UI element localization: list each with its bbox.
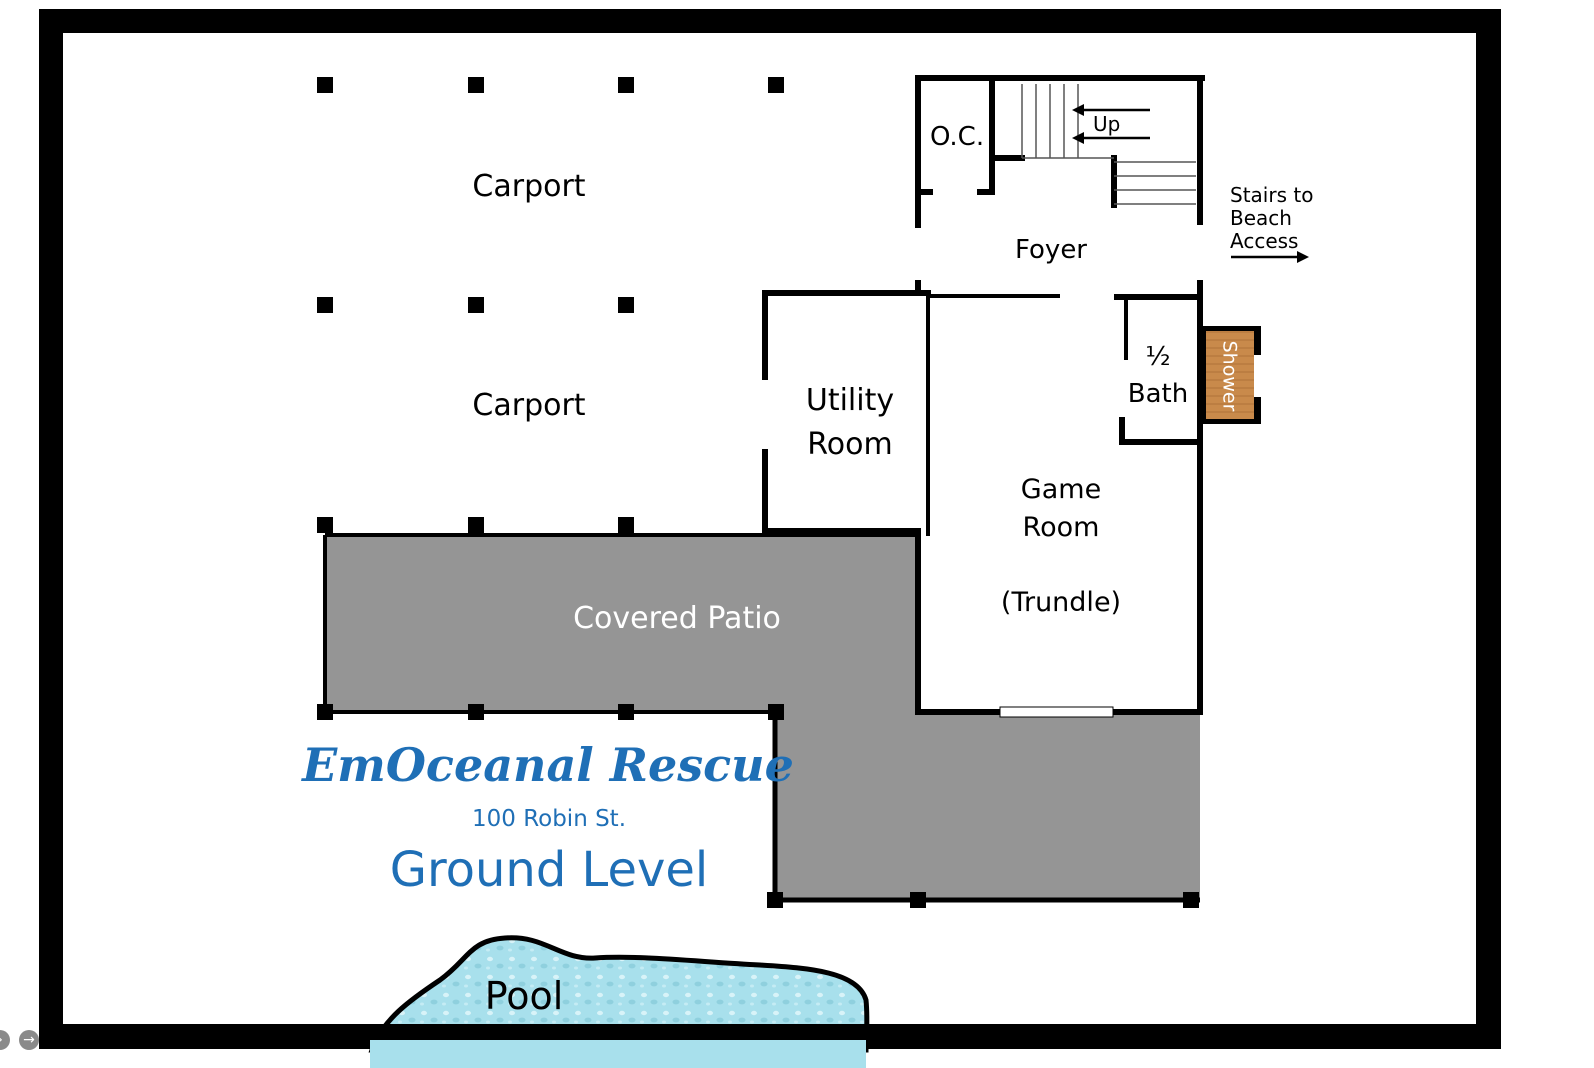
pool-shape (368, 935, 870, 1053)
covered-patio-area (325, 535, 1200, 900)
utility-room-label: Utility Room (805, 383, 895, 462)
carport-label-bottom: Carport (472, 388, 586, 423)
address-label: 100 Robin St. (471, 806, 627, 832)
stairs-label: Stairs to Beach Access (1230, 183, 1314, 253)
pillars (317, 77, 1199, 908)
prev-nav-icon[interactable]: › (0, 1030, 10, 1050)
stair-treads (1021, 84, 1196, 205)
beach-access-arrow-icon (1231, 251, 1309, 263)
next-arrow-icon[interactable]: → (19, 1030, 39, 1050)
covered-patio-label: Covered Patio (573, 601, 781, 636)
game-room-window (999, 706, 1114, 718)
walls (762, 75, 1205, 715)
foyer-label: Foyer (1014, 235, 1088, 265)
pool-lower-strip (370, 1040, 866, 1068)
brand-title: EmOceanal Rescue (302, 738, 794, 792)
oc-label: O.C. (930, 122, 985, 152)
up-arrow-icon (1072, 104, 1150, 144)
up-label: Up (1093, 112, 1121, 136)
pool-label: Pool (484, 974, 564, 1018)
ground-level-title: Ground Level (389, 842, 709, 898)
half-bath-label: Bath (1127, 379, 1189, 409)
game-room-label-2: Room (1022, 512, 1100, 543)
patio-edges (323, 533, 1200, 903)
thin-walls (926, 293, 1128, 536)
carport-label-top: Carport (472, 169, 586, 204)
game-room-label-1: Game (1020, 474, 1102, 505)
half-bath-symbol: ½ (1145, 342, 1171, 372)
trundle-label: (Trundle) (1000, 587, 1122, 618)
shower-label: Shower (1218, 340, 1241, 412)
